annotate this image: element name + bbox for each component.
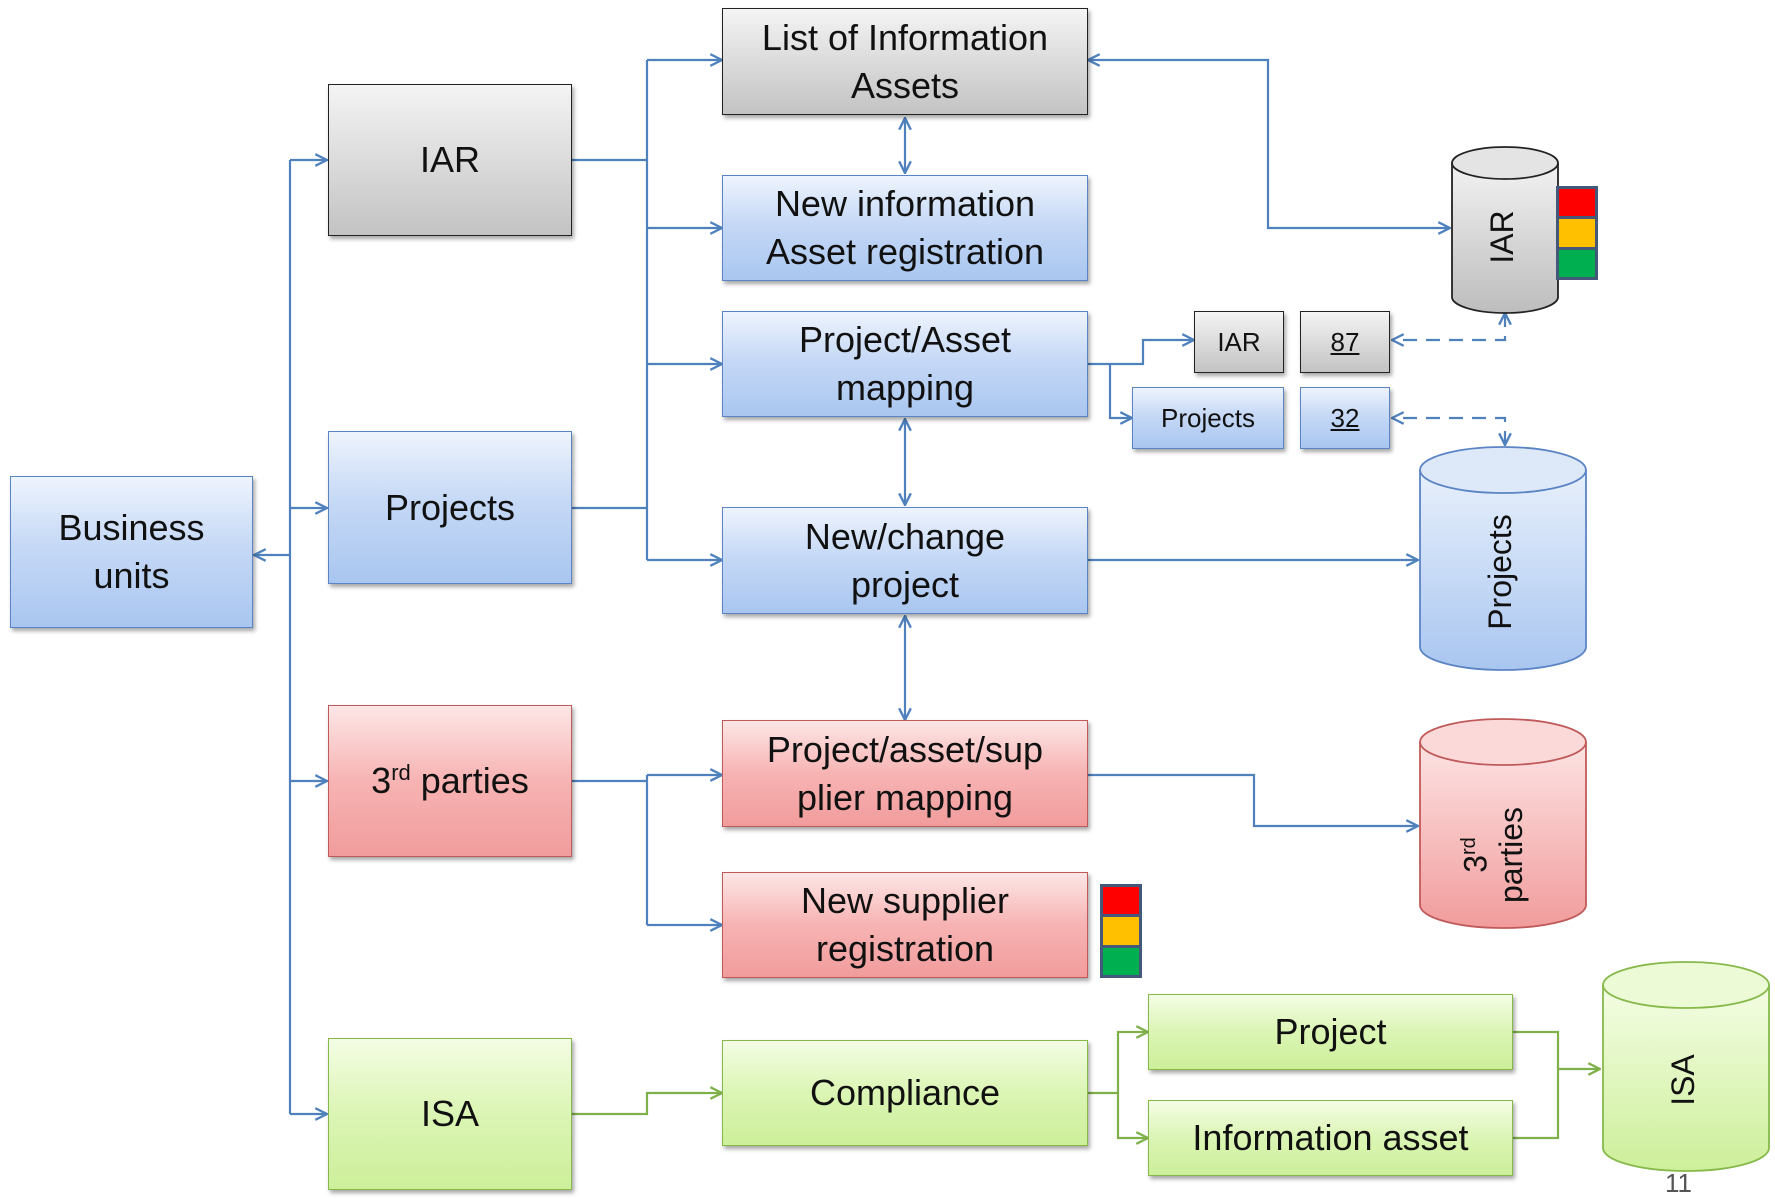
supplier-to-3rd-db — [1088, 773, 1418, 826]
projects-db-label: Projects — [1482, 514, 1518, 630]
new-asset-registration-label: New information Asset registration — [765, 183, 1045, 272]
traffic-amber — [1559, 219, 1595, 247]
third-parties-label: 3rd parties — [371, 757, 529, 805]
project-asset-mapping-box[interactable]: Project/Asset mapping — [722, 311, 1088, 417]
isa-project-label: Project — [1274, 1011, 1387, 1053]
iar-db-to-87 — [1392, 313, 1505, 340]
isa-information-asset-label: Information asset — [1192, 1117, 1469, 1159]
traffic-red — [1103, 887, 1139, 915]
projects-label: Projects — [384, 486, 516, 528]
projects-counter-label: Projects — [1161, 402, 1255, 433]
traffic-green — [1103, 947, 1139, 975]
project-asset-supplier-mapping-box[interactable]: Project/asset/sup plier mapping — [722, 720, 1088, 827]
third-parties-number: 3 — [371, 760, 392, 802]
new-asset-registration-box[interactable]: New information Asset registration — [722, 175, 1088, 281]
iar-db-label: IAR — [1484, 210, 1520, 264]
compliance-to-info-asset — [1116, 1093, 1148, 1138]
new-change-project-box[interactable]: New/change project — [722, 507, 1088, 614]
compliance-box[interactable]: Compliance — [722, 1040, 1088, 1146]
business-units-box[interactable]: Business units — [10, 476, 253, 628]
iar-box[interactable]: IAR — [328, 84, 572, 236]
project-asset-mapping-label: Project/Asset mapping — [798, 319, 1012, 408]
isa-label: ISA — [420, 1093, 480, 1135]
third-parties-rest: parties — [410, 760, 529, 802]
isa-box[interactable]: ISA — [328, 1038, 572, 1190]
iar-count-link[interactable]: 87 — [1330, 326, 1360, 357]
list-information-assets-box[interactable]: List of Information Assets — [722, 8, 1088, 115]
isa-database — [1602, 961, 1770, 1172]
third-parties-db-number: 3 — [1457, 855, 1494, 873]
third-parties-db-label: 3rd parties — [1458, 785, 1548, 925]
isa-db-label: ISA — [1665, 1054, 1701, 1106]
new-supplier-registration-label: New supplier registration — [800, 880, 1010, 969]
project-asset-supplier-mapping-label: Project/asset/sup plier mapping — [766, 728, 1044, 818]
third-parties-box[interactable]: 3rd parties — [328, 705, 572, 857]
iar-counter-label-box: IAR — [1194, 311, 1284, 373]
new-change-project-label: New/change project — [804, 515, 1006, 605]
mapping-to-projects-counter — [1108, 364, 1132, 418]
projects-database — [1419, 446, 1587, 671]
third-parties-db-superscript: rd — [1458, 837, 1480, 855]
third-parties-superscript: rd — [391, 760, 411, 786]
iar-count-box[interactable]: 87 — [1300, 311, 1390, 373]
list-information-assets-label: List of Information Assets — [761, 16, 1049, 106]
projects-counter-label-box: Projects — [1132, 387, 1284, 449]
isa-information-asset-box[interactable]: Information asset — [1148, 1100, 1513, 1176]
page-number: 11 — [1665, 1168, 1692, 1198]
iar-traffic-light-icon — [1556, 186, 1598, 280]
projects-box[interactable]: Projects — [328, 431, 572, 584]
info-asset-to-isa-db — [1513, 1069, 1560, 1140]
iar-db-to-list — [1088, 60, 1450, 228]
projects-count-box[interactable]: 32 — [1300, 387, 1390, 449]
compliance-to-project — [1116, 1032, 1148, 1093]
third-parties-database — [1419, 718, 1587, 929]
iar-database — [1451, 146, 1559, 314]
traffic-green — [1559, 249, 1595, 277]
new-supplier-registration-box[interactable]: New supplier registration — [722, 872, 1088, 978]
isa-to-compliance — [572, 1093, 722, 1116]
compliance-label: Compliance — [809, 1072, 1001, 1114]
isa-project-box[interactable]: Project — [1148, 994, 1513, 1070]
projects-db-to-32 — [1392, 418, 1505, 445]
iar-label: IAR — [419, 139, 480, 181]
traffic-amber — [1103, 917, 1139, 945]
third-parties-db-rest: parties — [1492, 806, 1529, 904]
traffic-red — [1559, 189, 1595, 217]
iar-counter-label: IAR — [1217, 326, 1261, 357]
project-to-isa-db — [1513, 1030, 1560, 1069]
projects-count-link[interactable]: 32 — [1330, 402, 1360, 433]
mapping-to-iar-counter — [1088, 340, 1194, 366]
supplier-traffic-light-icon — [1100, 884, 1142, 978]
business-units-label: Business units — [58, 507, 205, 596]
